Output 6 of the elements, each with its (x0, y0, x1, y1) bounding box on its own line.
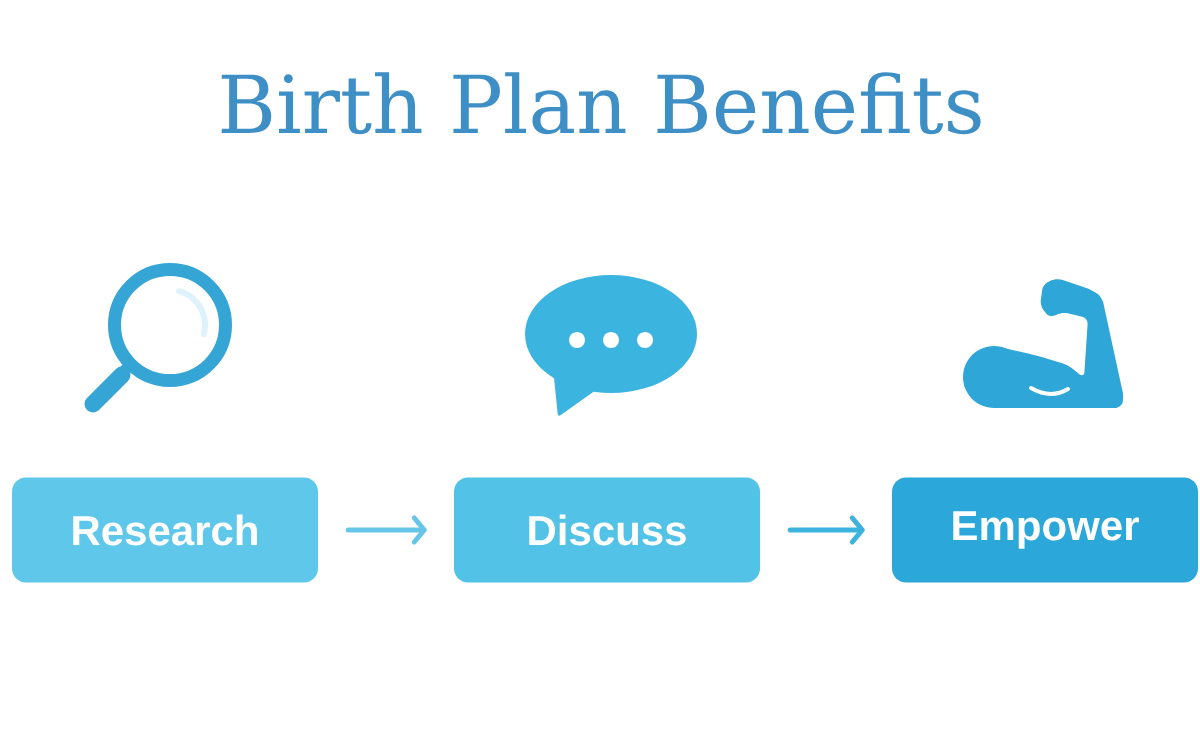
arrow (787, 515, 865, 545)
process-box: Research (12, 477, 318, 583)
process-box: Discuss (454, 477, 760, 583)
title: Birth Plan Benefits (221, 72, 981, 135)
process-box: Empower (892, 477, 1198, 583)
arrow (345, 515, 427, 545)
